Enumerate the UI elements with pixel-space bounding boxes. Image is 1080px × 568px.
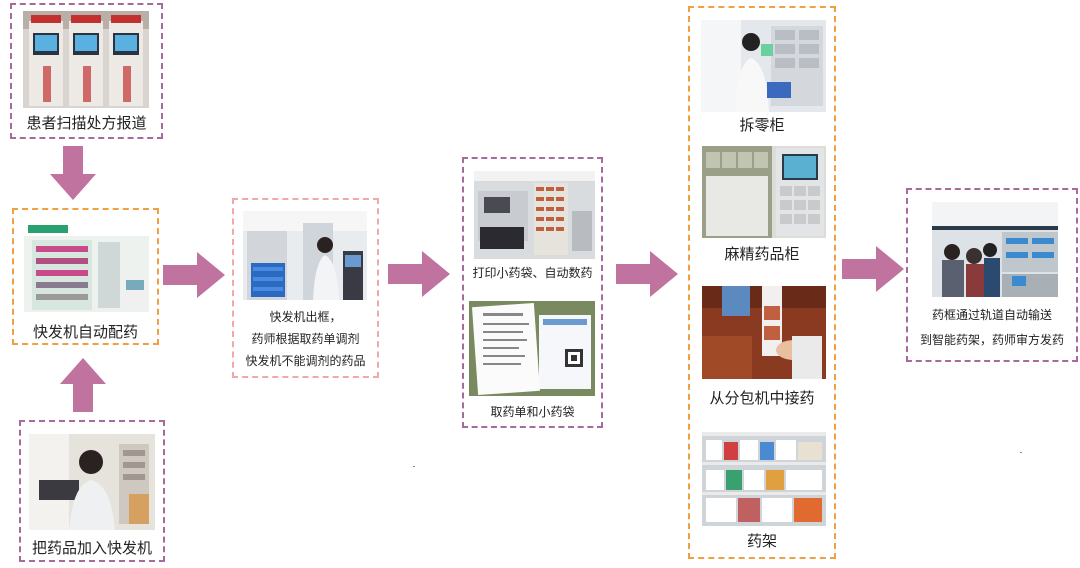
step-add-drugs-box: 把药品加入快发机 [19, 420, 165, 562]
medicine-shelf-photo [702, 432, 826, 526]
machine-output-photo [243, 211, 367, 300]
bag-printer-photo [474, 171, 595, 259]
arrow-down-icon [50, 146, 96, 200]
step-add-drugs-label: 把药品加入快发机 [31, 539, 152, 557]
step-scan-box: 患者扫描处方报道 [10, 3, 163, 139]
arrow-right-icon [163, 252, 225, 298]
narcotic-cabinet-photo [702, 146, 826, 238]
narcotic-cabinet-label: 麻精药品柜 [724, 245, 800, 263]
packing-machine-photo [702, 286, 826, 379]
step-out-box: 快发机出框， 药师根据取药单调剂 快发机不能调剂的药品 [232, 198, 379, 378]
step-out-line-3: 快发机不能调剂的药品 [245, 354, 366, 368]
medicine-shelf-label: 药架 [746, 532, 777, 550]
step-transport-line-1: 药框通过轨道自动输送 [931, 308, 1052, 322]
split-cabinet-label: 拆零柜 [739, 116, 785, 134]
step-transport-box: 药框通过轨道自动输送 到智能药架，药师审方发药 [906, 188, 1078, 362]
step-out-line-1: 快发机出框， [269, 310, 342, 324]
step-scan-label: 患者扫描处方报道 [26, 114, 147, 132]
split-cabinet-photo [701, 20, 826, 112]
step-auto-dispense-box: 快发机自动配药 [12, 208, 159, 345]
stray-dot [1020, 452, 1022, 453]
prescription-slip-photo [469, 301, 595, 396]
step-auto-dispense-label: 快发机自动配药 [32, 323, 138, 341]
step-print-label-top: 打印小药袋、自动数药 [472, 266, 593, 280]
step-print-box: 打印小药袋、自动数药 取药单和小药袋 [462, 157, 603, 428]
packing-machine-label: 从分包机中接药 [709, 389, 815, 407]
arrow-up-icon [60, 358, 106, 412]
dispensing-machine-photo [24, 222, 149, 312]
stray-dot [413, 466, 415, 467]
kiosk-photo [23, 11, 149, 108]
arrow-right-icon [616, 251, 678, 297]
step-print-label-bottom: 取药单和小药袋 [490, 405, 575, 419]
pharmacy-counter-photo [932, 202, 1058, 297]
pharmacist-loading-photo [29, 434, 155, 530]
step-out-line-2: 药师根据取药单调剂 [251, 332, 360, 346]
step-transport-line-2: 到智能药架，药师审方发药 [919, 333, 1064, 347]
step-cabinets-box: 拆零柜 麻精药品柜 [688, 6, 836, 559]
arrow-right-icon [842, 246, 904, 292]
arrow-right-icon [388, 251, 450, 297]
